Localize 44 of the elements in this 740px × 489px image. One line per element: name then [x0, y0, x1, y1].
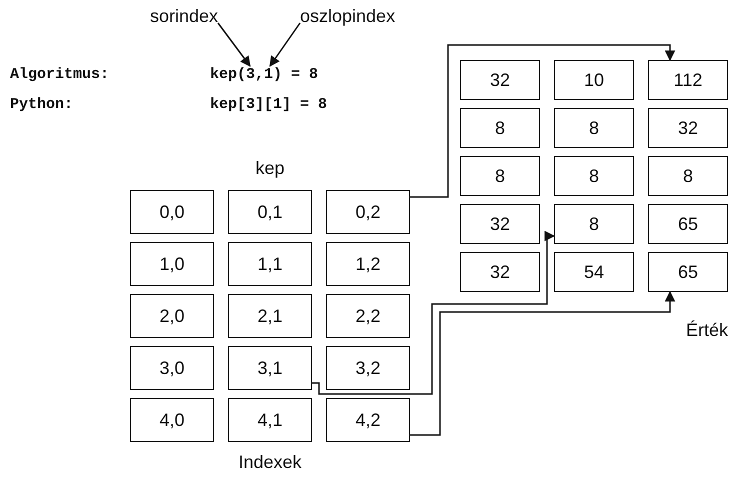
language-label: Algoritmus:: [10, 66, 110, 83]
index-cell: 1,1: [228, 242, 312, 286]
arrow: [312, 230, 556, 395]
arrow: [410, 44, 676, 198]
index-cell: 4,2: [326, 398, 410, 442]
table-title: Érték: [686, 320, 728, 341]
value-cell: 32: [460, 60, 540, 100]
value-cell: 8: [648, 156, 728, 196]
index-cell: 2,0: [130, 294, 214, 338]
value-cell: 8: [460, 156, 540, 196]
index-cell: 4,0: [130, 398, 214, 442]
value-cell: 8: [554, 156, 634, 196]
index-cell: 3,1: [228, 346, 312, 390]
table-title: kep: [254, 158, 286, 179]
code-expression: kep(3,1) = 8: [210, 66, 318, 83]
index-cell: 3,2: [326, 346, 410, 390]
value-cell: 32: [460, 252, 540, 292]
value-cell: 32: [648, 108, 728, 148]
value-cell: 10: [554, 60, 634, 100]
index-cell: 2,1: [228, 294, 312, 338]
value-cell: 65: [648, 252, 728, 292]
value-cell: 54: [554, 252, 634, 292]
index-cell: 0,0: [130, 190, 214, 234]
value-cell: 8: [554, 204, 634, 244]
value-cell: 65: [648, 204, 728, 244]
index-cell: 0,2: [326, 190, 410, 234]
index-cell: 1,0: [130, 242, 214, 286]
arrow: [410, 290, 676, 436]
value-cell: 8: [460, 108, 540, 148]
index-caption: oszlopindex: [300, 6, 396, 27]
language-label: Python:: [10, 96, 74, 113]
code-expression: kep[3][1] = 8: [210, 96, 328, 113]
value-cell: 32: [460, 204, 540, 244]
index-cell: 2,2: [326, 294, 410, 338]
index-cell: 3,0: [130, 346, 214, 390]
leader-arrow: [217, 22, 251, 67]
index-cell: 4,1: [228, 398, 312, 442]
leader-arrow: [269, 22, 301, 67]
index-cell: 1,2: [326, 242, 410, 286]
index-cell: 0,1: [228, 190, 312, 234]
value-cell: 112: [648, 60, 728, 100]
index-caption: sorindex: [150, 6, 218, 27]
table-title: Indexek: [237, 452, 303, 473]
value-cell: 8: [554, 108, 634, 148]
